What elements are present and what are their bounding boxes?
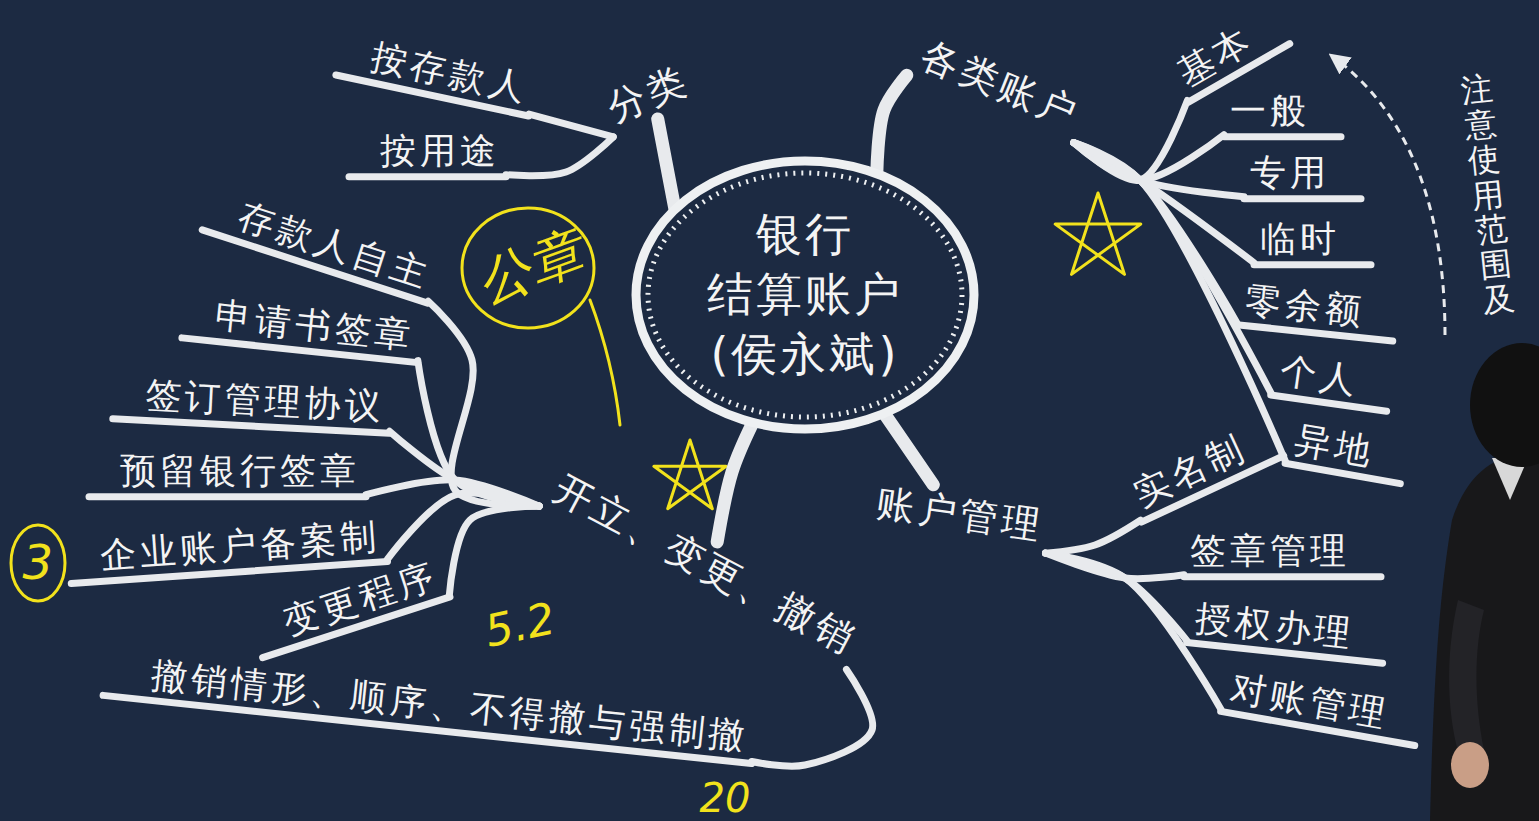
node-text: 实名制 [1127,426,1253,514]
node-text: 银行 结算账户 (侯永斌) [707,205,903,384]
node-text: 按用途 [380,130,500,171]
branch-item: 零余额 [1237,274,1373,337]
branch-item: 专用 [1244,148,1336,197]
central-topic: 银行 结算账户 (侯永斌) [630,155,980,435]
branch-item: 授权办理 [1187,592,1363,659]
annotation-star [654,440,726,509]
node-text: 按存款人 [367,35,532,109]
handwritten-number: 20 [700,775,751,821]
node-text: 各类账户 [914,33,1086,136]
branch-line [1184,573,1381,580]
branch-connector [885,414,934,485]
branch-connector [1046,520,1141,553]
branch-line [89,493,366,500]
branch-item: 按存款人 [361,30,540,114]
annotation-circle [11,525,65,601]
node-text: 企业账户备案制 [99,515,381,576]
branch-connector [529,114,613,137]
branch-item: 基本 [1163,12,1267,101]
annotation-stroke [590,300,620,425]
branch-item: 按用途 [374,126,506,175]
branch-item: 一般 [1224,86,1316,135]
branch-connector [717,423,752,541]
node-text: 零余额 [1243,278,1367,332]
node-text: 对账管理 [1228,666,1393,735]
branch-item: 异地 [1285,413,1384,478]
note-text: 注意使用范围及 [1459,71,1517,319]
branch-item: 签章管理 [1184,526,1356,575]
annotation-circle [462,208,594,328]
node-text: 存款人自主 [233,195,436,296]
node-text: 签章管理 [1190,530,1350,571]
node-text: 变更程序 [278,554,443,643]
node-text: 临时 [1260,218,1340,259]
branch-line [1224,133,1341,140]
node-text: 撤销情形、顺序、不得撤与强制撤 [149,653,750,757]
handwritten-number: 5.2 [481,593,560,657]
node-text: 预留银行签章 [120,450,360,491]
node-text: 开立、变更、撤销 [546,467,863,663]
node-text: 签订管理协议 [144,373,386,427]
presenter-arm [1449,600,1484,758]
handwritten-number: 3 [23,535,54,590]
node-text: 一般 [1230,90,1310,131]
branch-topic: 账户管理 [867,477,1052,553]
branch-item: 变更程序 [271,548,450,648]
branch-topic: 各类账户 [907,27,1093,142]
handwritten-note: 公章 [469,220,592,315]
node-text: 申请书签章 [213,294,416,356]
branch-line [1244,195,1361,202]
branch-connector [877,75,907,172]
branch-item: 签订管理协议 [138,369,392,432]
branch-line [1254,261,1371,268]
branch-item: 撤销情形、顺序、不得撤与强制撤 [143,649,757,762]
branch-item: 企业账户备案制 [93,510,388,580]
node-text: 分类 [601,59,695,131]
node-text: 个人 [1278,349,1363,401]
branch-connector [658,119,675,208]
branch-item: 申请书签章 [207,290,423,361]
branch-item: 个人 [1271,344,1369,406]
annotation-star [1055,193,1141,274]
node-text: 授权办理 [1193,596,1356,654]
branch-item: 对账管理 [1221,661,1399,740]
presenter-body [1430,454,1539,821]
branch-line [349,173,506,180]
branch-connector [506,137,613,176]
node-text: 账户管理 [874,482,1046,549]
branch-item: 实名制 [1120,420,1261,521]
presenter-hand [1451,742,1489,788]
node-text: 基本 [1170,18,1260,94]
ellipse-border [636,161,974,429]
branch-connector [449,506,539,595]
branch-item: 预留银行签章 [114,446,366,495]
branch-item: 临时 [1254,214,1346,263]
branch-connector [752,669,873,766]
branch-topic: 分类 [594,53,702,137]
presenter-head [1470,343,1539,467]
node-text: 异地 [1292,418,1378,473]
branch-topic: 开立、变更、撤销 [539,460,871,669]
ellipse-ornament [648,173,962,417]
branch-item: 存款人自主 [227,189,444,301]
node-text: 专用 [1250,152,1330,193]
